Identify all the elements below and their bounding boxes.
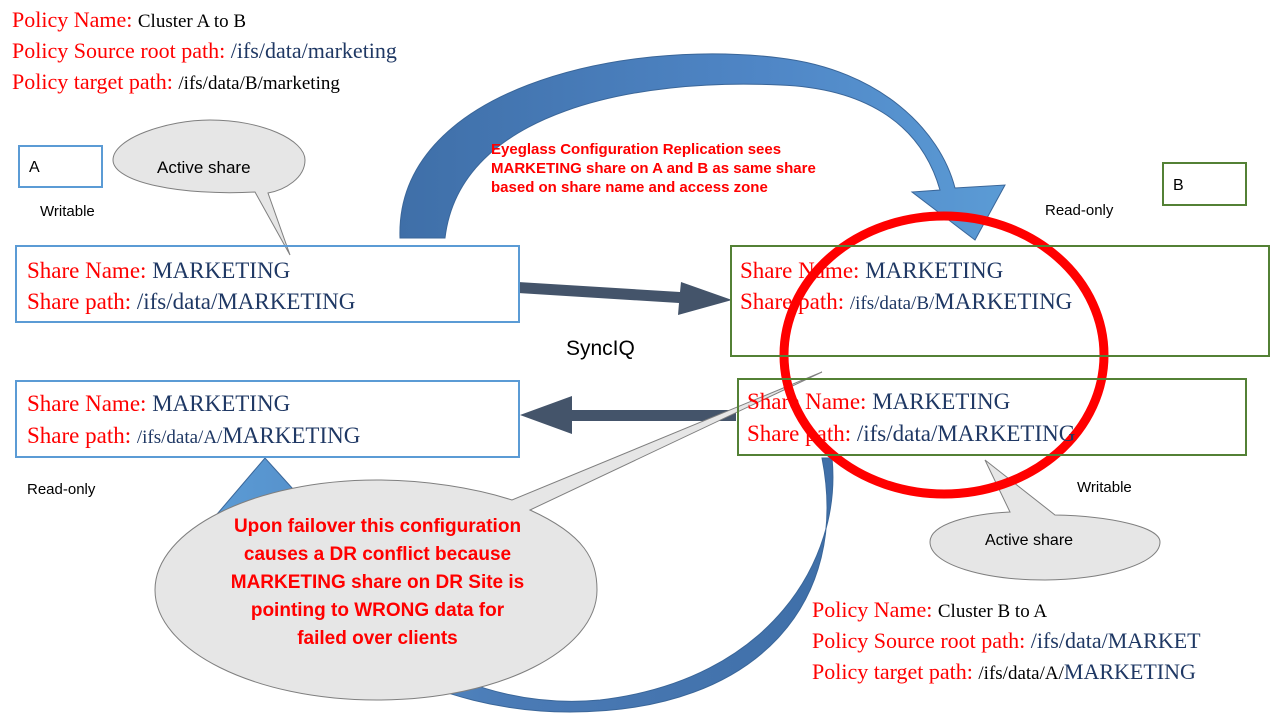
failover-note-line-5: failed over clients — [297, 628, 458, 649]
cluster-a-label: A — [29, 159, 40, 176]
policy-a-name-label: Policy Name: — [12, 7, 133, 32]
share-a-bottom-path-label: Share path: — [27, 423, 132, 448]
active-share-callout-a — [112, 119, 306, 256]
policy-a-name-value: Cluster A to B — [137, 11, 247, 32]
share-b-bottom-name: Share Name: MARKETING — [747, 386, 1010, 417]
cluster-b-label: B — [1173, 177, 1184, 194]
share-b-top-box: Share Name: MARKETING Share path: /ifs/d… — [730, 245, 1270, 357]
share-a-bottom-path-prefix: /ifs/data/A/ — [136, 427, 223, 448]
eyeglass-note: Eyeglass Configuration Replication sees … — [491, 140, 816, 197]
share-b-bottom-name-value: MARKETING — [872, 389, 1011, 414]
curved-arrow-top — [399, 53, 1006, 241]
share-a-top-path-label: Share path: — [27, 289, 132, 314]
share-b-bottom-box: Share Name: MARKETING Share path: /ifs/d… — [737, 378, 1247, 456]
share-b-top-path: Share path: /ifs/data/B/MARKETING — [740, 286, 1072, 319]
cluster-a-read-only: Read-only — [27, 481, 96, 498]
synciq-arrow-left — [520, 396, 736, 434]
failover-note: Upon failover this configuration causes … — [175, 513, 580, 653]
failover-callout — [154, 371, 823, 701]
policy-a-source-label: Policy Source root path: — [12, 38, 226, 63]
policy-a-target-label: Policy target path: — [12, 69, 173, 94]
share-b-bottom-path-value: /ifs/data/MARKETING — [856, 421, 1076, 446]
cluster-a-writable: Writable — [40, 203, 95, 220]
share-a-top-name-value: MARKETING — [152, 258, 291, 283]
share-b-bottom-name-label: Share Name: — [747, 389, 867, 414]
policy-a-target: Policy target path: /ifs/data/B/marketin… — [12, 66, 340, 99]
eyeglass-note-line-1: Eyeglass Configuration Replication sees — [491, 141, 782, 158]
share-b-top-path-prefix: /ifs/data/B/ — [849, 293, 935, 314]
share-a-bottom-box: Share Name: MARKETING Share path: /ifs/d… — [15, 380, 520, 458]
share-b-bottom-path-label: Share path: — [747, 421, 852, 446]
policy-a-source: Policy Source root path: /ifs/data/marke… — [12, 35, 397, 66]
share-a-top-name-label: Share Name: — [27, 258, 147, 283]
share-b-top-name: Share Name: MARKETING — [740, 255, 1003, 286]
share-a-top-path: Share path: /ifs/data/MARKETING — [27, 286, 355, 317]
share-a-top-path-value: /ifs/data/MARKETING — [136, 289, 356, 314]
share-a-bottom-name-value: MARKETING — [152, 391, 291, 416]
failover-note-line-3: MARKETING share on DR Site is — [230, 572, 525, 593]
synciq-arrow-right — [518, 282, 732, 315]
cluster-b-writable: Writable — [1077, 479, 1132, 496]
eyeglass-note-line-3: based on share name and access zone — [491, 179, 768, 196]
share-b-bottom-path: Share path: /ifs/data/MARKETING — [747, 418, 1075, 449]
policy-a-name: Policy Name: Cluster A to B — [12, 4, 246, 37]
share-a-bottom-path: Share path: /ifs/data/A/MARKETING — [27, 420, 360, 453]
share-b-top-name-label: Share Name: — [740, 258, 860, 283]
active-share-a-text: Active share — [157, 158, 251, 177]
share-a-bottom-name-label: Share Name: — [27, 391, 147, 416]
share-b-top-path-label: Share path: — [740, 289, 845, 314]
eyeglass-note-line-2: MARKETING share on A and B as same share — [491, 160, 816, 177]
share-a-bottom-path-suffix: MARKETING — [222, 423, 361, 448]
failover-note-line-2: causes a DR conflict because — [243, 544, 512, 565]
cluster-b-box: B — [1162, 162, 1247, 206]
failover-note-line-1: Upon failover this configuration — [233, 516, 522, 537]
share-b-top-path-suffix: MARKETING — [934, 289, 1073, 314]
synciq-label: SyncIQ — [566, 337, 635, 360]
policy-a-target-value: /ifs/data/B/marketing — [178, 73, 340, 94]
active-share-b-text: Active share — [985, 532, 1074, 549]
cluster-b-read-only: Read-only — [1045, 202, 1114, 219]
share-a-bottom-name: Share Name: MARKETING — [27, 388, 290, 419]
share-b-top-name-value: MARKETING — [865, 258, 1004, 283]
share-a-top-name: Share Name: MARKETING — [27, 255, 290, 286]
active-share-callout-b — [929, 459, 1161, 581]
cluster-a-box: A — [18, 145, 103, 188]
policy-a-source-value: /ifs/data/marketing — [230, 38, 397, 63]
share-a-top-box: Share Name: MARKETING Share path: /ifs/d… — [15, 245, 520, 323]
failover-note-line-4: pointing to WRONG data for — [250, 600, 505, 621]
